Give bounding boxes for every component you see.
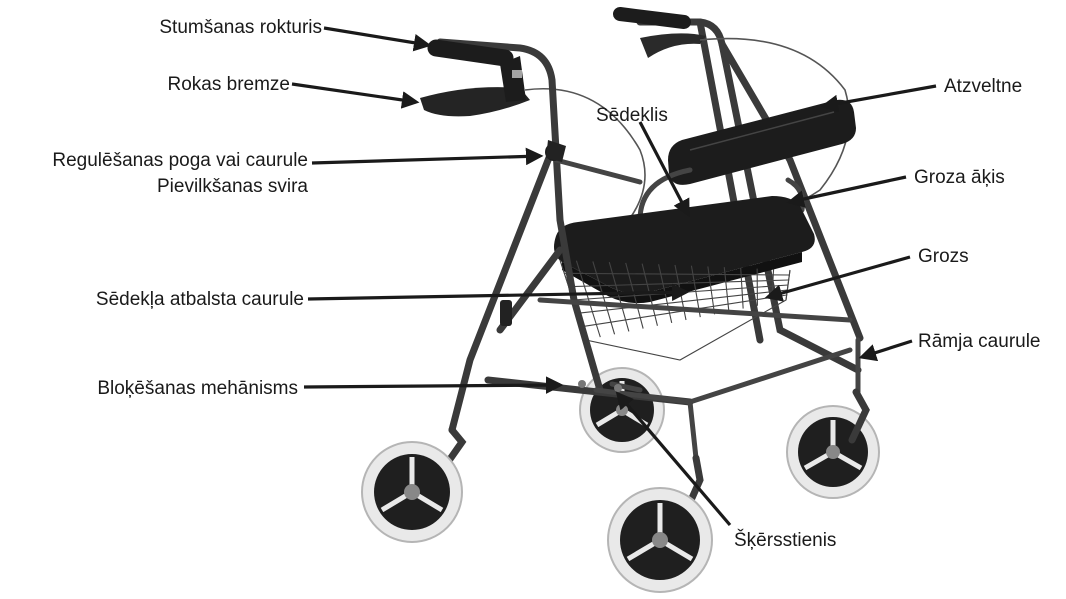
pointer-frame-tube [862, 341, 912, 357]
callout-labels: Stumšanas rokturis Rokas bremze Regulēša… [52, 17, 1040, 551]
front-left-wheel [362, 442, 462, 542]
pointer-hand-brake [292, 84, 416, 102]
label-frame-tube: Rāmja caurule [918, 331, 1041, 352]
pointer-basket-hook [790, 177, 906, 202]
seat-pad [554, 196, 815, 303]
label-seat-support-tube: Sēdekļa atbalsta caurule [96, 289, 304, 310]
pointer-push-handle [324, 28, 428, 45]
front-right-wheel [608, 488, 712, 592]
label-push-handle: Stumšanas rokturis [159, 17, 322, 38]
pointer-adjust-knob [312, 156, 540, 163]
near-push-handle [420, 48, 530, 116]
pointer-backrest [824, 86, 936, 106]
label-adjust-knob: Regulēšanas poga vai caurule [52, 150, 308, 171]
label-hand-brake: Rokas bremze [168, 74, 291, 95]
rear-left-wheel [580, 368, 664, 452]
adjust-knob-part [545, 140, 566, 162]
label-seat: Sēdeklis [596, 105, 668, 126]
rollator-illustration [362, 14, 879, 592]
label-basket-hook: Groza āķis [914, 167, 1005, 188]
label-cross-bar: Šķērsstienis [734, 529, 836, 551]
label-basket: Grozs [918, 246, 969, 267]
pointer-locking-mechanism [304, 385, 560, 387]
label-tension-lever: Pievilkšanas svira [157, 176, 308, 197]
label-backrest: Atzveltne [944, 76, 1022, 97]
label-locking-mechanism: Bloķēšanas mehānisms [97, 378, 298, 399]
